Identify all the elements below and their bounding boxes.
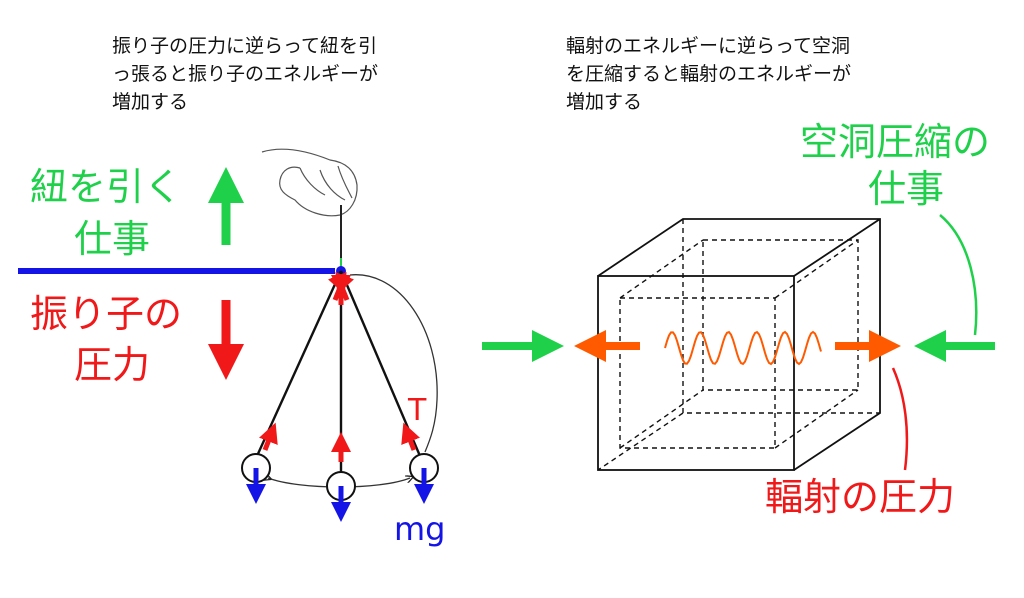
tension-arrows (259, 272, 420, 462)
left-caption-line-1: 振り子の圧力に逆らって紐を引 (112, 35, 377, 57)
right-caption-line-1: 輻射のエネルギーに逆らって空洞 (566, 35, 850, 57)
left-caption-line-2: っ張ると振り子のエネルギーが (112, 63, 378, 85)
gravity-label: mg (394, 510, 445, 548)
swing-path (349, 274, 438, 453)
right-caption-line-2: を圧縮すると輻射のエネルギーが (566, 63, 851, 85)
cavity-cube (597, 218, 881, 471)
pull-string-work-label-2: 仕事 (74, 217, 150, 261)
pendulum-pressure-label: 振り子の (30, 292, 182, 336)
cavity-compression-work-label: 空洞圧縮の (800, 120, 990, 164)
pressure-pointer-line (891, 367, 909, 471)
hand-icon (261, 148, 358, 217)
pull-string-work-label: 紐を引く (30, 165, 182, 209)
gravity-arrows (246, 468, 434, 522)
left-caption-line-3: 増加する (112, 91, 188, 113)
radiation-wave (664, 330, 822, 366)
tension-label: T (407, 393, 427, 428)
right-caption-line-3: 増加する (566, 91, 642, 113)
radiation-pressure-label: 輻射の圧力 (765, 475, 955, 519)
cavity-compression-work-label-2: 仕事 (868, 167, 944, 211)
pendulum-pressure-label-2: 圧力 (74, 343, 150, 387)
work-pointer-line (939, 214, 978, 336)
